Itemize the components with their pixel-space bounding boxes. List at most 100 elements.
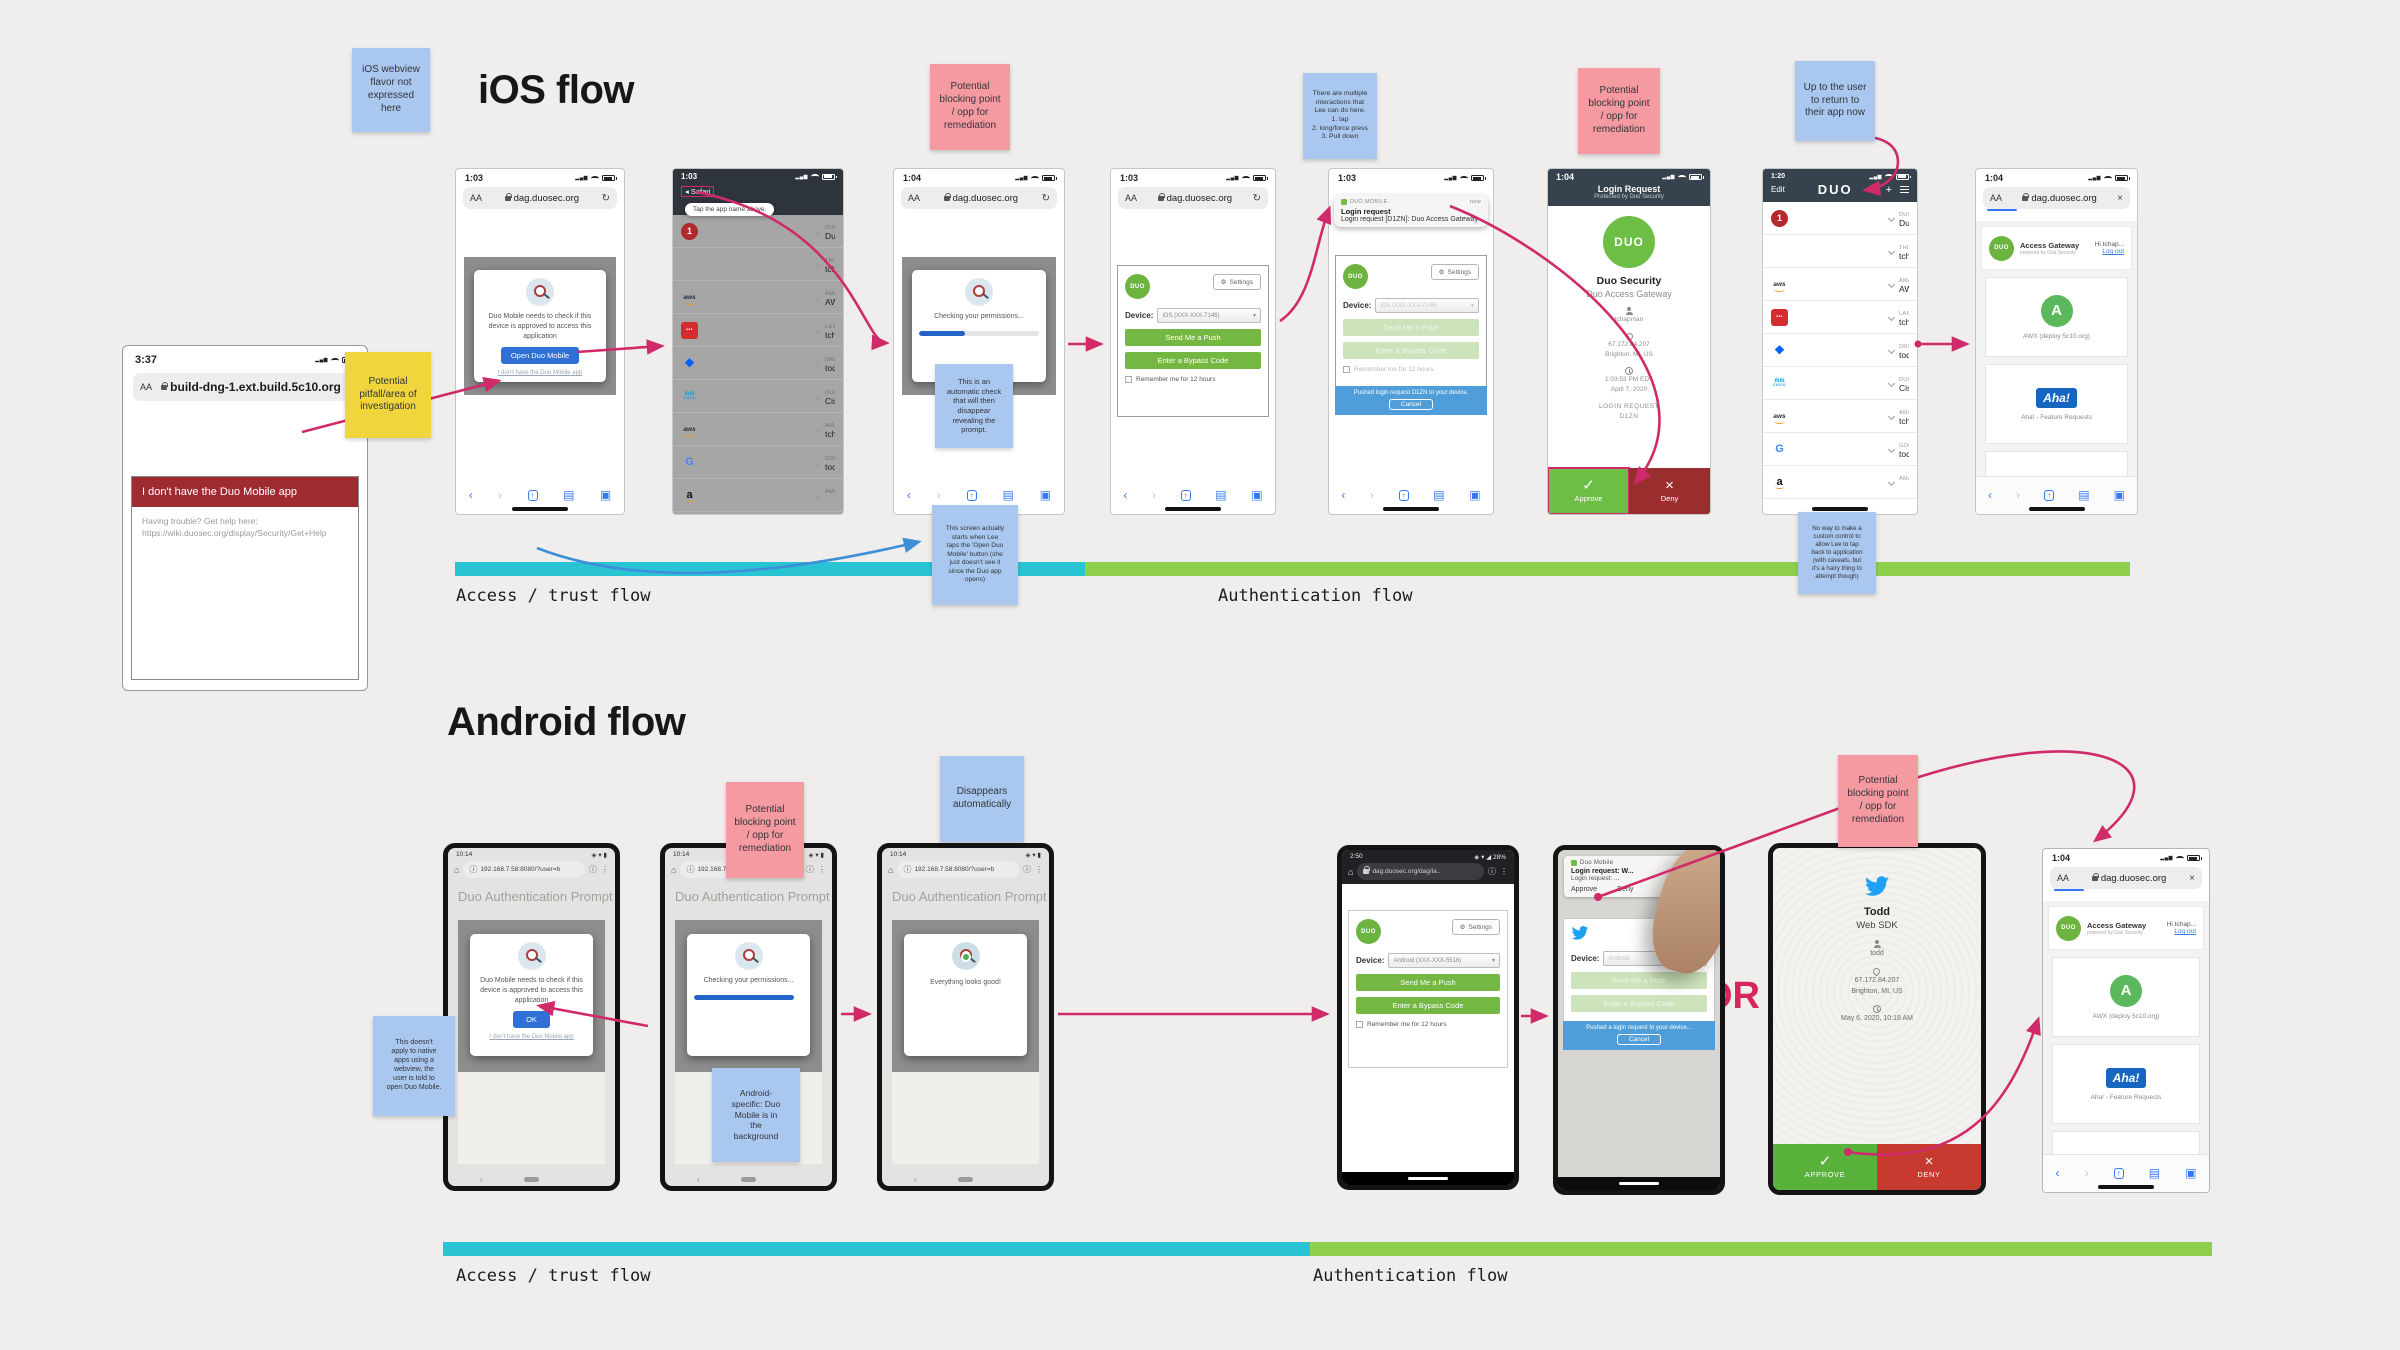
app-tile[interactable]: AWX (deploy 5c10.org) bbox=[2052, 957, 2200, 1037]
bookmarks-icon[interactable]: ▤ bbox=[563, 488, 575, 502]
sticky-return-to-app[interactable]: Up to the user to return to their app no… bbox=[1795, 61, 1875, 141]
back-icon[interactable]: ‹ bbox=[480, 1175, 483, 1184]
sticky-blocking-point-android-2[interactable]: Potential blocking point / opp for remed… bbox=[1838, 755, 1918, 847]
android-phone-access-gateway[interactable]: 1:04 ▂▄▆ AA dag.duosec.org × DUO Access … bbox=[2042, 848, 2210, 1193]
logout-link[interactable]: Log out bbox=[2174, 928, 2196, 935]
account-row[interactable]: AMAZON WEB SERVICES tchapman@duouser bbox=[673, 413, 843, 446]
forward-icon[interactable]: › bbox=[1369, 488, 1374, 502]
account-row[interactable]: DROPBOX todd@chaka.net bbox=[673, 347, 843, 380]
ios-phone-duo-prompt[interactable]: 1:03 ▂▄▆ AA dag.duosec.org ↻ DUO ⚙Settin… bbox=[1110, 168, 1276, 515]
share-icon[interactable]: ↑ bbox=[966, 489, 977, 501]
account-row[interactable]: AMAZON WEB SERVICES AWS Dev bbox=[1763, 268, 1917, 301]
deny-button[interactable]: × Deny bbox=[1629, 468, 1710, 514]
android-phone-duo-prompt[interactable]: 2:50◈ ▾ ◢ 28% ⌂ dag.duosec.org/dag/la.. … bbox=[1337, 845, 1519, 1190]
close-icon[interactable]: × bbox=[2189, 872, 2195, 884]
sticky-native-webview[interactable]: This doesn't apply to native apps using … bbox=[373, 1016, 455, 1116]
account-row[interactable]: DUO ADMIN Duo First bbox=[673, 215, 843, 248]
remember-checkbox[interactable] bbox=[1356, 1021, 1363, 1028]
app-tile[interactable]: AWX (deploy 5c10.org) bbox=[1985, 277, 2128, 357]
forward-icon[interactable]: › bbox=[2016, 488, 2021, 502]
sticky-blocking-point-2[interactable]: Potential blocking point / opp for remed… bbox=[1578, 68, 1660, 154]
tabs-icon[interactable]: ▣ bbox=[2113, 488, 2125, 502]
sticky-blocking-point-android-1[interactable]: Potential blocking point / opp for remed… bbox=[726, 782, 804, 878]
back-to-safari-chip[interactable]: ◂ Safari bbox=[681, 186, 715, 197]
send-push-button[interactable]: Send Me a Push bbox=[1125, 329, 1261, 346]
account-row[interactable]: DUO-PROTECTED Cisco bbox=[673, 380, 843, 413]
account-row[interactable]: THIRD-PARTY tchapman@mgr-fed-ue2-1 bbox=[673, 248, 843, 281]
share-icon[interactable]: ↑ bbox=[2044, 489, 2055, 501]
sticky-screen-start[interactable]: This screen actually starts when Lee tap… bbox=[932, 505, 1018, 605]
back-icon[interactable]: ‹ bbox=[906, 488, 911, 502]
settings-button[interactable]: ⚙Settings bbox=[1212, 274, 1261, 290]
edit-button[interactable]: Edit bbox=[1771, 185, 1785, 194]
account-row[interactable]: AMAZON WEB SERVICES AWS Dev bbox=[673, 281, 843, 314]
overflow-menu-icon[interactable]: ⋮ bbox=[1500, 867, 1508, 876]
tabs-icon[interactable]: ▣ bbox=[1039, 488, 1052, 502]
address-bar[interactable]: AA build-dng-1.ext.build.5c10.org bbox=[133, 373, 357, 401]
sticky-automatic-check[interactable]: This is an automatic check that will the… bbox=[935, 364, 1013, 448]
forward-icon[interactable]: › bbox=[936, 488, 941, 502]
device-select[interactable]: Android (XXX-XXX-5516)▾ bbox=[1388, 953, 1500, 968]
home-pill[interactable] bbox=[741, 1177, 756, 1182]
account-row[interactable]: DUO-PROTECTED Cisco bbox=[1763, 367, 1917, 400]
account-row[interactable]: DUO ADMIN Duo First bbox=[1763, 202, 1917, 235]
app-tile[interactable]: Aha! - Feature Requests bbox=[2052, 1044, 2200, 1124]
address-bar[interactable]: dag.duosec.org/dag/la.. bbox=[1357, 863, 1484, 880]
text-size-button[interactable]: AA bbox=[140, 382, 153, 392]
tabs-icon[interactable]: ▣ bbox=[1251, 488, 1263, 502]
android-phone-checking[interactable]: 10:14◈ ▾ ▮ ⌂ ⓘ192.168.7.58:8080/?user=b … bbox=[660, 843, 837, 1191]
help-link[interactable]: https://wiki.duosec.org/display/Security… bbox=[142, 528, 327, 539]
info-icon[interactable]: ⓘ bbox=[1488, 867, 1496, 876]
settings-button[interactable]: ⚙Settings bbox=[1430, 264, 1479, 280]
sticky-multiple-interactions[interactable]: There are multiple interactions that Lee… bbox=[1303, 73, 1377, 159]
tabs-icon[interactable]: ▣ bbox=[1469, 488, 1481, 502]
home-pill[interactable] bbox=[524, 1177, 539, 1182]
bookmarks-icon[interactable]: ▤ bbox=[2078, 488, 2090, 502]
ios-phone-checking-permissions[interactable]: 1:04 ▂▄▆ AA dag.duosec.org ↻ Checking yo… bbox=[893, 168, 1065, 515]
deny-button[interactable]: × DENY bbox=[1877, 1144, 1981, 1190]
info-icon[interactable]: ⓘ bbox=[806, 865, 814, 874]
forward-icon[interactable]: › bbox=[2084, 1166, 2089, 1180]
text-size-button[interactable]: AA bbox=[470, 193, 483, 203]
text-size-button[interactable]: AA bbox=[908, 193, 921, 203]
home-icon[interactable]: ⌂ bbox=[1348, 866, 1354, 877]
back-icon[interactable]: ‹ bbox=[468, 488, 473, 502]
ok-button[interactable]: OK bbox=[513, 1011, 550, 1029]
sticky-ios-webview[interactable]: iOS webview flavor not expressed here bbox=[352, 48, 430, 132]
account-row[interactable]: AMAZON bbox=[1763, 466, 1917, 499]
account-row[interactable]: GOOGLE todd@chaka.net bbox=[673, 446, 843, 479]
logout-link[interactable]: Log out bbox=[2102, 248, 2124, 255]
overflow-menu-icon[interactable]: ⋮ bbox=[818, 865, 826, 874]
remember-checkbox[interactable] bbox=[1125, 376, 1132, 383]
cancel-button[interactable]: Cancel bbox=[1616, 1034, 1662, 1045]
tabs-icon[interactable]: ▣ bbox=[599, 488, 612, 502]
share-icon[interactable]: ↑ bbox=[1398, 489, 1409, 501]
app-tile[interactable]: Aha! - Feature Requests bbox=[1985, 364, 2128, 444]
no-duo-app-link[interactable]: I don't have the Duo Mobile app bbox=[489, 1034, 574, 1041]
ios-phone-duo-accounts-dimmed[interactable]: 1:03 ▂▄▆ ◂ Safari Tap the app name above… bbox=[672, 168, 844, 515]
address-bar[interactable]: AA dag.duosec.org ↻ bbox=[1118, 187, 1268, 209]
address-bar[interactable]: AA dag.duosec.org × bbox=[2050, 867, 2202, 891]
reload-icon[interactable]: ↻ bbox=[1252, 192, 1261, 204]
info-icon[interactable]: ⓘ bbox=[1023, 865, 1031, 874]
reload-icon[interactable]: ↻ bbox=[1041, 192, 1050, 204]
approve-button[interactable]: ✓ APPROVE bbox=[1773, 1144, 1877, 1190]
android-phone-push-sent[interactable]: Duo Mobile Login request: W... Login req… bbox=[1553, 845, 1725, 1195]
bookmarks-icon[interactable]: ▤ bbox=[1002, 488, 1014, 502]
send-push-button[interactable]: Send Me a Push bbox=[1356, 974, 1500, 991]
ios-phone-access-gateway[interactable]: 1:04 ▂▄▆ AA dag.duosec.org × DUO Access … bbox=[1975, 168, 2138, 515]
sticky-blocking-point-1[interactable]: Potential blocking point / opp for remed… bbox=[930, 64, 1010, 150]
cancel-button[interactable]: Cancel bbox=[1388, 399, 1434, 410]
ios-phone-push-approve[interactable]: 1:04 ▂▄▆ Login Request Protected by Duo … bbox=[1547, 168, 1711, 515]
menu-icon[interactable] bbox=[1900, 186, 1909, 193]
address-bar[interactable]: AA dag.duosec.org ↻ bbox=[463, 187, 617, 209]
account-row[interactable]: AMAZON bbox=[673, 479, 843, 512]
sticky-disappears[interactable]: Disappears automatically bbox=[940, 756, 1024, 842]
open-duo-mobile-button[interactable]: Open Duo Mobile bbox=[500, 347, 580, 365]
bypass-code-button[interactable]: Enter a Bypass Code bbox=[1356, 997, 1500, 1014]
back-icon[interactable]: ‹ bbox=[1123, 488, 1128, 502]
